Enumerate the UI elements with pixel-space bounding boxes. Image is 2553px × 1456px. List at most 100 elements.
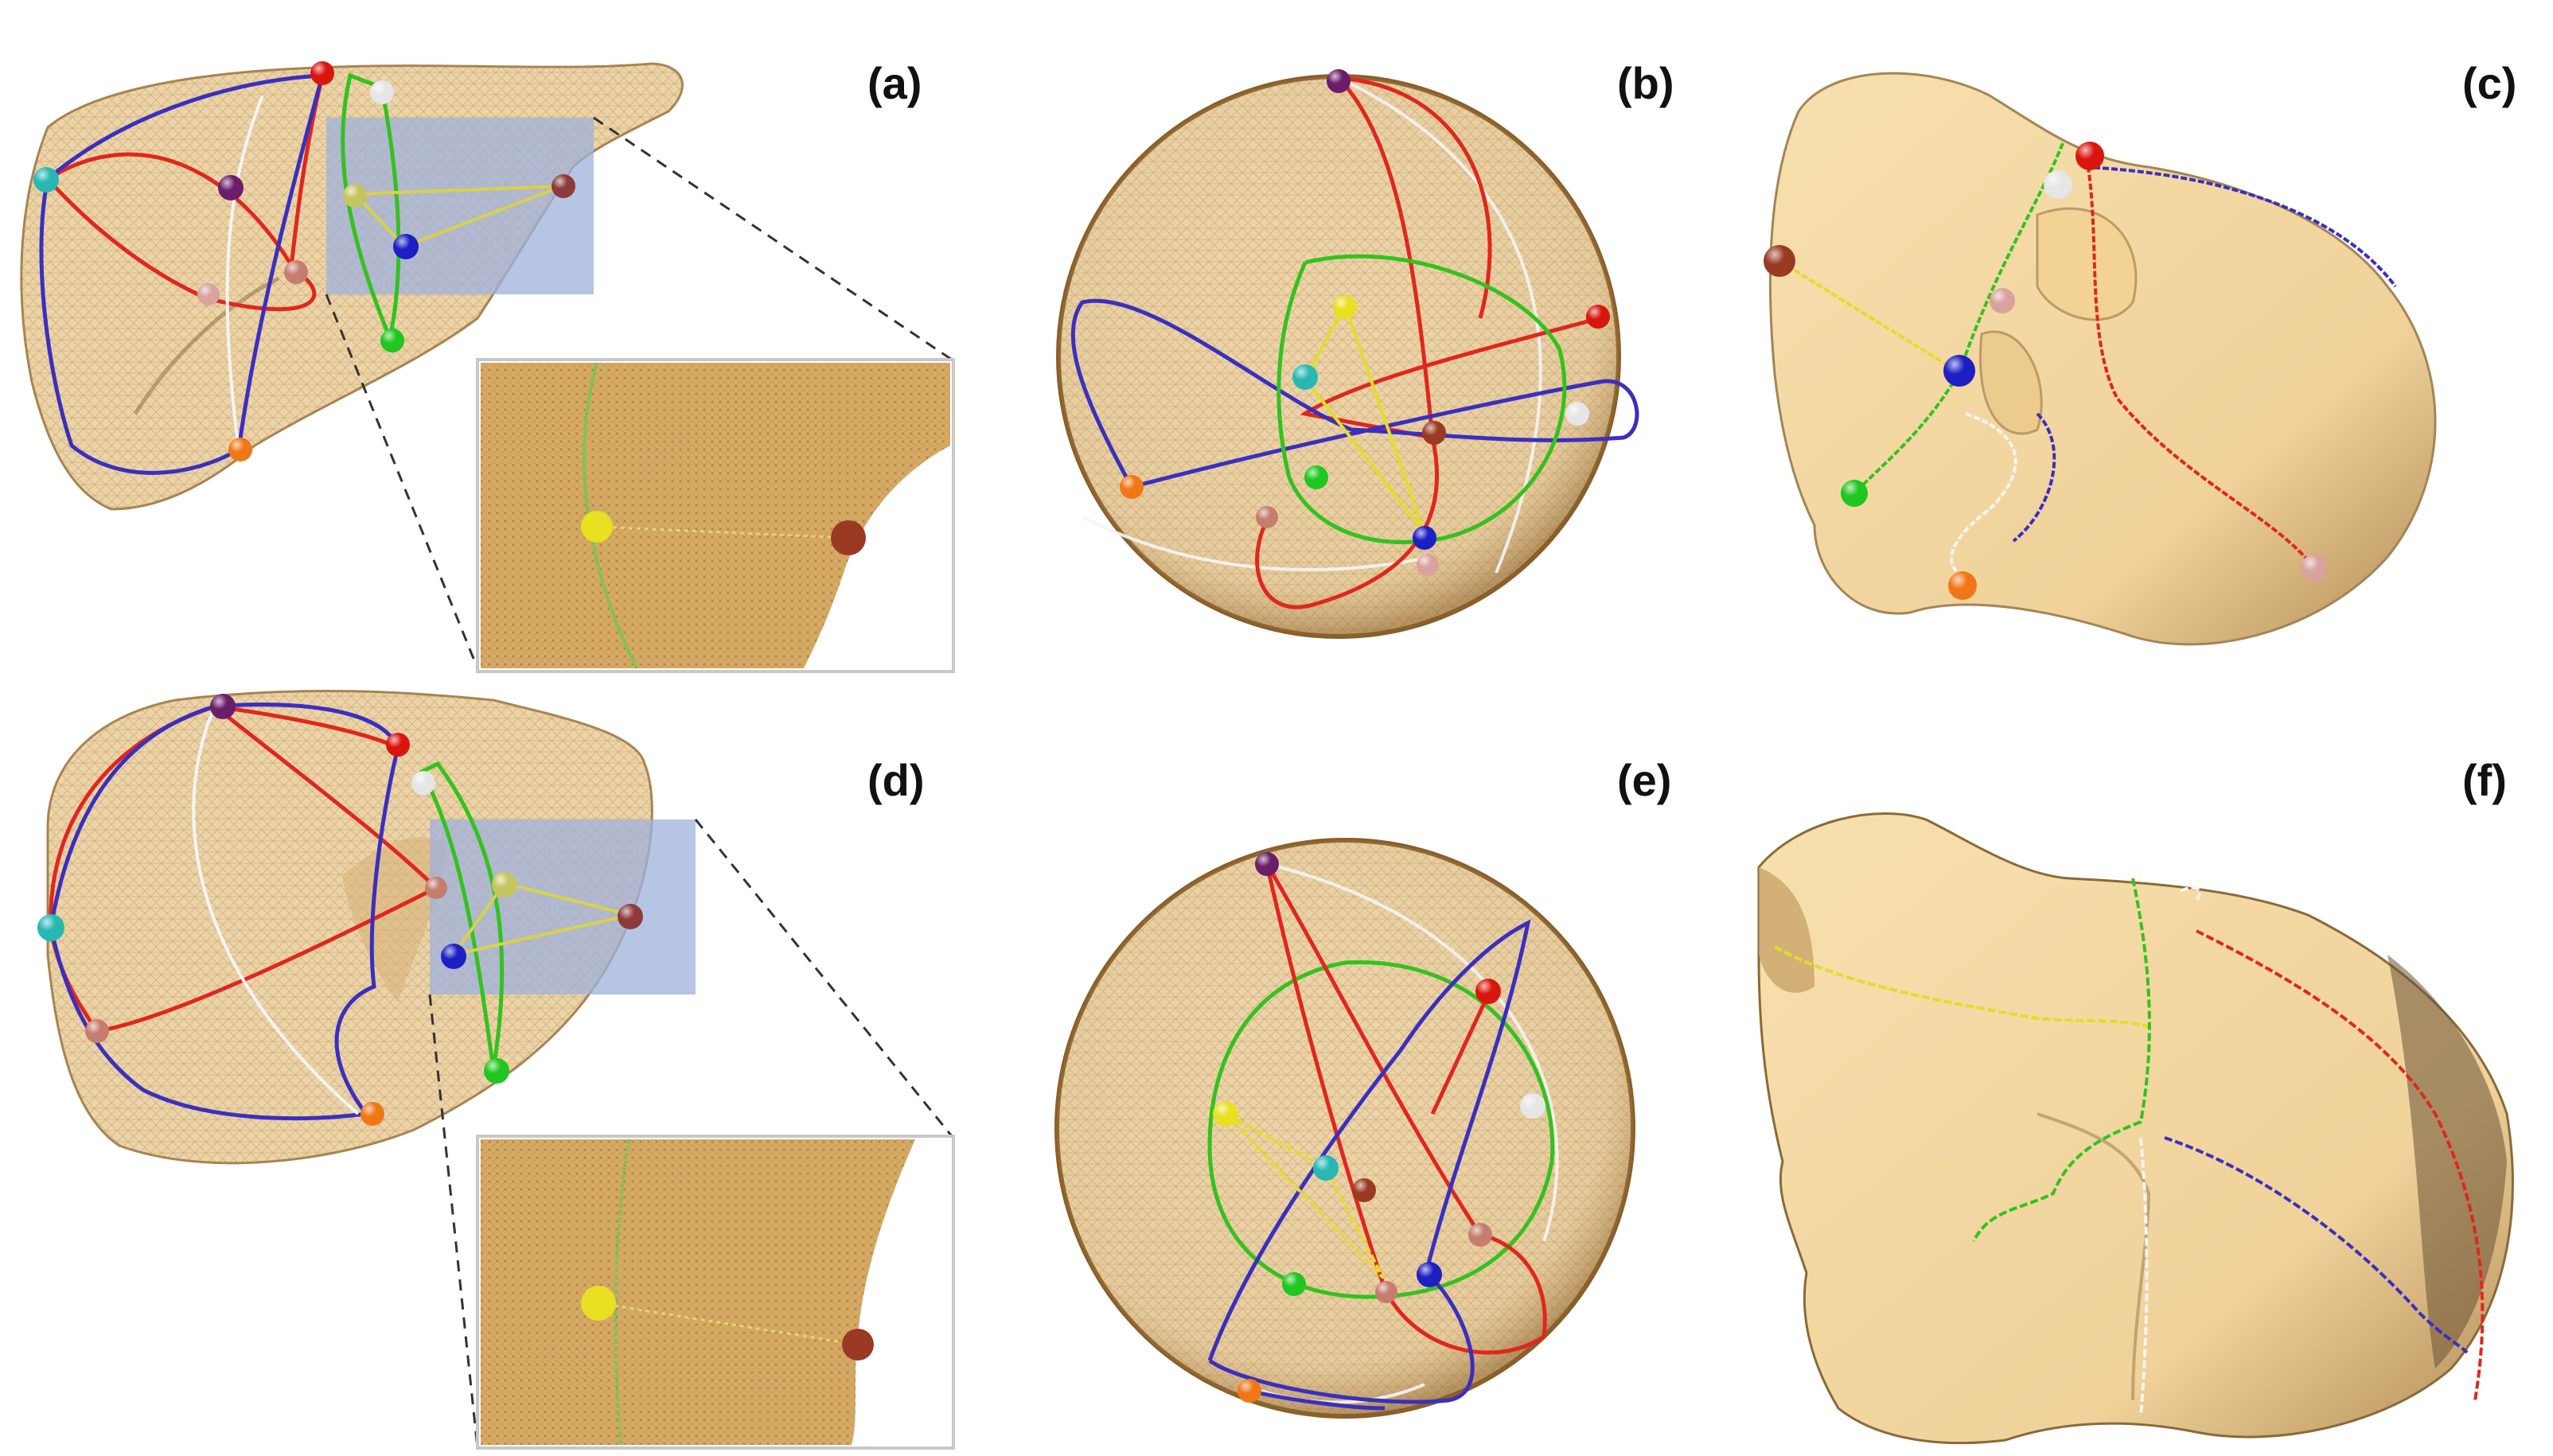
zoom-leader-bottom-a xyxy=(325,294,479,669)
landmark-shine xyxy=(1304,465,1328,489)
zoom-leader-top-d xyxy=(694,819,953,1137)
landmark-shine xyxy=(1764,245,1795,277)
curve-white-f xyxy=(2139,886,2201,1417)
curve-yellow-e xyxy=(1224,1112,1385,1279)
curve-yellow-b xyxy=(1303,302,1426,535)
smooth-liver-f xyxy=(1757,812,2514,1445)
landmark-shine xyxy=(1333,295,1357,319)
landmark-shine xyxy=(484,1058,509,1084)
landmark-shine xyxy=(210,694,236,719)
landmark-shine xyxy=(1213,1101,1238,1127)
curve-blue-e xyxy=(1207,919,1531,1411)
landmark-shine xyxy=(1586,305,1610,329)
zoom-inset-d xyxy=(476,1135,955,1450)
curve-green-f xyxy=(1972,878,2151,1242)
landmark-shine xyxy=(1468,1223,1492,1247)
landmark-shine xyxy=(1943,355,1975,387)
curve-yellow-f xyxy=(1774,945,2150,1028)
landmark-shine xyxy=(310,61,334,85)
highlight-box-d xyxy=(430,819,696,995)
landmark-shine xyxy=(1413,526,1436,550)
curve-yellow-a xyxy=(351,185,563,249)
landmarks-c xyxy=(1764,142,2328,600)
panel-label-d: (d) xyxy=(867,755,925,805)
landmark-shine xyxy=(2301,555,2328,582)
panel-b xyxy=(1056,69,1639,639)
landmark-shine xyxy=(197,283,220,306)
panel-e xyxy=(1054,838,1635,1419)
landmark-shine xyxy=(1841,480,1868,507)
landmark-shine xyxy=(370,80,394,104)
curve-white-b xyxy=(1082,76,1542,574)
landmark-shine xyxy=(441,944,466,969)
landmark-shine xyxy=(1327,69,1351,93)
landmark-shine xyxy=(1375,1281,1397,1303)
landmark-shine xyxy=(1352,1178,1376,1202)
landmarks-b xyxy=(1120,69,1610,576)
landmark-shine xyxy=(1990,288,2015,313)
landmark-shine xyxy=(1292,364,1318,390)
curve-blue-f xyxy=(2164,1136,2469,1354)
landmark-shine xyxy=(1282,1272,1306,1296)
panel-f xyxy=(1757,812,2514,1445)
landmark-shine xyxy=(1255,852,1279,876)
zoom-landmark-yellow xyxy=(581,511,613,543)
landmark-shine xyxy=(1422,421,1446,445)
landmark-shine xyxy=(1565,402,1589,426)
landmark-shine xyxy=(552,174,575,198)
landmark-shine xyxy=(2044,170,2072,199)
landmark-shine xyxy=(386,733,410,757)
landmark-shine xyxy=(284,260,308,284)
liver-fold-a xyxy=(133,276,280,415)
landmark-shine xyxy=(1313,1155,1339,1181)
landmarks-e xyxy=(1213,852,1545,1403)
curve-yellow-c xyxy=(1778,259,1961,374)
zoom-landmark-yellow-d xyxy=(581,1286,616,1321)
landmarks-d xyxy=(37,694,643,1126)
panel-c xyxy=(1764,72,2437,646)
landmark-shine xyxy=(492,872,517,897)
curve-red-e xyxy=(1265,862,1547,1355)
landmark-shine xyxy=(218,175,244,200)
panel-label-a: (a) xyxy=(867,58,922,108)
landmark-shine xyxy=(85,1019,109,1043)
landmark-shine xyxy=(1417,554,1439,576)
panel-a xyxy=(20,61,955,673)
zoom-inset-a xyxy=(476,358,955,673)
panel-label-b: (b) xyxy=(1617,58,1674,108)
landmark-shine xyxy=(1948,571,1977,600)
curve-yellow-d xyxy=(450,881,631,958)
curve-blue-d xyxy=(49,703,400,1121)
landmark-shine xyxy=(33,167,59,193)
landmarks-a xyxy=(33,61,575,461)
landmark-shine xyxy=(380,329,404,352)
landmark-shine xyxy=(1475,979,1501,1004)
highlight-box-a xyxy=(326,118,594,294)
curve-white-d xyxy=(192,706,360,1115)
curve-blue-b xyxy=(1070,298,1639,489)
landmark-shine xyxy=(1417,1262,1442,1287)
curve-blue-c xyxy=(2012,165,2397,543)
curve-blue-a xyxy=(39,73,325,475)
zoom-landmark-brown-d xyxy=(842,1329,874,1361)
zoom-leader-top-a xyxy=(593,116,953,361)
curve-white-c xyxy=(1950,412,2017,574)
curve-white-e xyxy=(1241,862,1559,1404)
curve-red-c xyxy=(2085,157,2316,570)
panel-label-e: (e) xyxy=(1617,755,1672,805)
landmark-shine xyxy=(1120,475,1144,499)
landmark-shine xyxy=(37,914,64,941)
landmark-shine xyxy=(425,877,447,899)
landmark-shine xyxy=(411,771,435,795)
zoom-landmark-brown xyxy=(831,520,866,555)
panel-d xyxy=(37,689,955,1450)
landmark-shine xyxy=(2076,142,2104,170)
landmark-shine xyxy=(361,1102,384,1126)
landmark-shine xyxy=(1238,1379,1261,1403)
landmark-shine xyxy=(1256,506,1278,528)
curve-red-f xyxy=(2196,929,2485,1401)
curve-white-a xyxy=(225,95,264,450)
landmark-shine xyxy=(343,184,367,208)
panel-label-f: (f) xyxy=(2462,755,2507,805)
